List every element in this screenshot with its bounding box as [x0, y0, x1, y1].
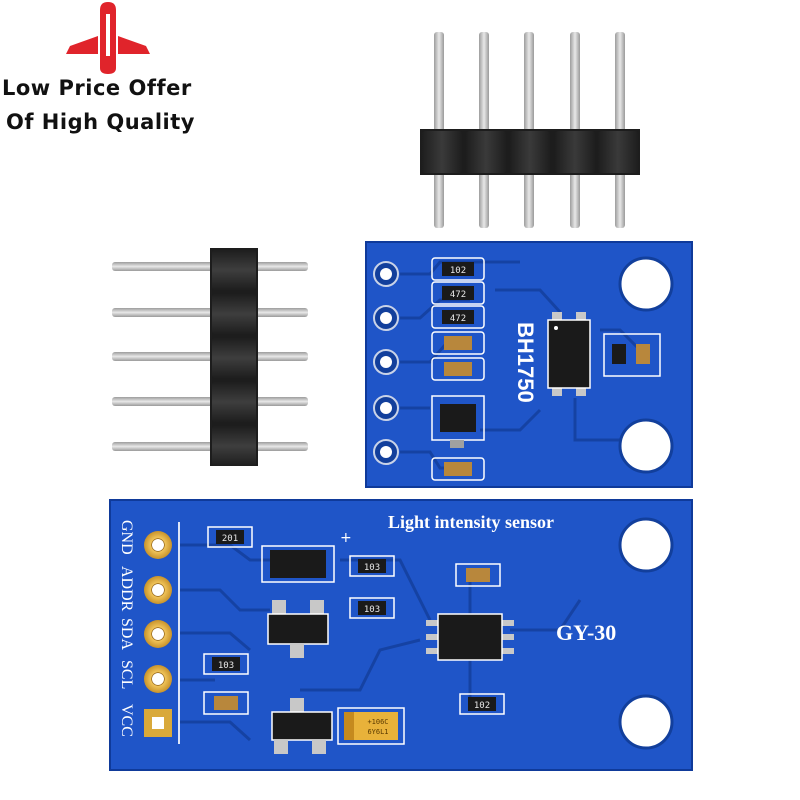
- mount-hole-bottom-2: [618, 694, 674, 750]
- bh1750-board: 102 472 472: [365, 241, 693, 488]
- resistor-code-103-c: 103: [218, 661, 234, 671]
- brand-badge: Low Price Offer Of High Quality: [0, 0, 230, 150]
- svg-text:+: +: [340, 530, 352, 546]
- bh1750-chip: [547, 312, 591, 396]
- bh1750-resistor-code-2: 472: [450, 290, 466, 300]
- pin-label-vcc: VCC: [118, 704, 135, 737]
- resistor-code-201: 201: [222, 534, 238, 544]
- pin-label-addr: ADDR: [118, 566, 135, 612]
- pin-label-scl: SCL: [118, 660, 135, 689]
- resistor-code-102: 102: [474, 701, 490, 711]
- pin-label-gnd: GND: [118, 520, 135, 555]
- svg-text:6Y6L1: 6Y6L1: [367, 728, 388, 736]
- chip-label: BH1750: [513, 322, 538, 403]
- resistor-code-103-a: 103: [364, 563, 380, 573]
- mount-hole-bottom-1: [618, 517, 674, 573]
- rocket-logo-icon: [66, 2, 150, 74]
- board-title: Light intensity sensor: [388, 512, 554, 532]
- bh1750-resistors: 102 472 472: [431, 257, 485, 481]
- bh1750-resistor-code-1: 102: [450, 266, 466, 276]
- mount-hole-top-2: [618, 418, 674, 474]
- pin-label-sda: SDA: [118, 618, 135, 650]
- badge-line-1: Low Price Offer: [2, 76, 192, 100]
- gy30-pin-pads: [144, 531, 172, 737]
- tantalum-cap-code: +106C: [367, 718, 388, 726]
- gy30-ic: [426, 613, 514, 661]
- board-model: GY-30: [556, 620, 616, 645]
- badge-line-2: Of High Quality: [6, 110, 195, 134]
- header-housing-horizontal: [210, 248, 258, 466]
- gy30-pin-labels: GND ADDR SDA SCL VCC: [118, 520, 135, 737]
- resistor-code-103-b: 103: [364, 605, 380, 615]
- pin-header-horizontal: [112, 248, 308, 466]
- bh1750-resistor-code-3: 472: [450, 314, 466, 324]
- gy30-board: GND ADDR SDA SCL VCC Light intensity sen…: [109, 499, 693, 771]
- pin-header-vertical: [420, 32, 640, 228]
- header-housing-vertical: [420, 129, 640, 175]
- bh1750-pin-holes: [373, 261, 399, 465]
- mount-hole-top-1: [618, 256, 674, 312]
